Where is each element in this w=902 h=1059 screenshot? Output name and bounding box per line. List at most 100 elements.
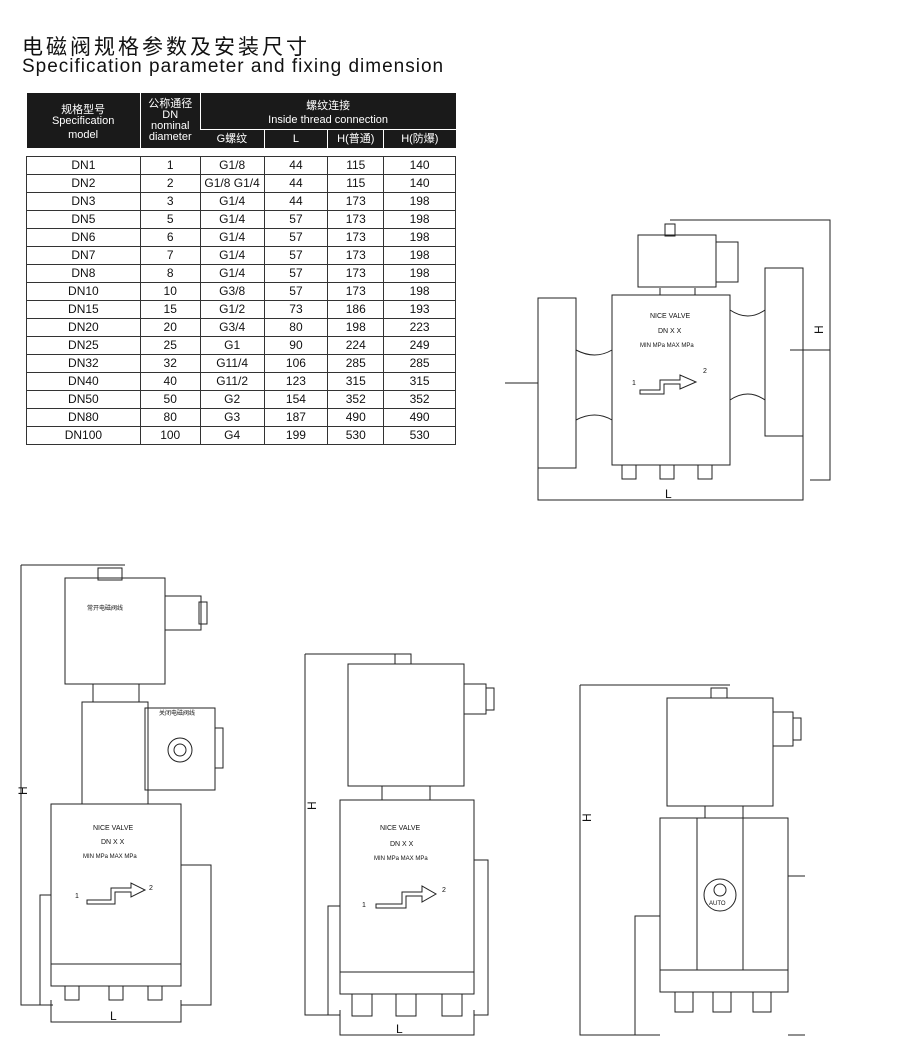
- cell-h-normal: 115: [327, 156, 385, 175]
- cell-dn: 40: [139, 372, 201, 391]
- cell-dn: 10: [139, 282, 201, 301]
- title-chinese: 电磁阀规格参数及安装尺寸: [22, 35, 310, 59]
- cell-l: 154: [263, 390, 329, 409]
- cell-h-explosion: 249: [383, 336, 456, 355]
- diagram1-h-label: H: [812, 325, 826, 334]
- header-model-en2: model: [68, 128, 99, 141]
- cell-model: DN8: [26, 264, 141, 283]
- cell-model: DN7: [26, 246, 141, 265]
- cell-h-explosion: 315: [383, 372, 456, 391]
- cell-dn: 50: [139, 390, 201, 409]
- cell-h-normal: 285: [327, 354, 385, 373]
- cell-h-normal: 115: [327, 174, 385, 193]
- cell-g-thread: G1: [199, 336, 265, 355]
- cell-h-normal: 186: [327, 300, 385, 319]
- cell-h-explosion: 530: [383, 426, 456, 445]
- cell-l: 80: [263, 318, 329, 337]
- cell-h-explosion: 352: [383, 390, 456, 409]
- cell-h-explosion: 198: [383, 282, 456, 301]
- cell-l: 187: [263, 408, 329, 427]
- diagram3-outlet: 2: [442, 887, 446, 894]
- cell-h-normal: 315: [327, 372, 385, 391]
- diagram3-l-label: L: [396, 1022, 403, 1036]
- diagram-flanged-valve: H NICE VALVE DN X X MIN MPa MAX MPa 1 2 …: [505, 219, 831, 501]
- cell-model: DN6: [26, 228, 141, 247]
- cell-dn: 5: [139, 210, 201, 229]
- cell-model: DN15: [26, 300, 141, 319]
- header-dn-en3: diameter: [148, 130, 192, 143]
- cell-dn: 80: [139, 408, 201, 427]
- cell-h-explosion: 198: [383, 192, 456, 211]
- cell-model: DN10: [26, 282, 141, 301]
- cell-l: 199: [263, 426, 329, 445]
- spec-table: 规格型号 Specification model 公称通径 DN nominal…: [26, 93, 456, 445]
- cell-h-normal: 530: [327, 426, 385, 445]
- cell-dn: 6: [139, 228, 201, 247]
- cell-l: 57: [263, 210, 329, 229]
- diagram2-coil-note-a: 常开电磁阀线: [87, 604, 123, 612]
- header-h-explosion: H(防爆): [383, 129, 456, 148]
- table-header-row-1: 规格型号 Specification model 公称通径 DN nominal…: [26, 93, 456, 148]
- cell-model: DN5: [26, 210, 141, 229]
- cell-g-thread: G4: [199, 426, 265, 445]
- header-model-en1: Specification: [51, 114, 115, 127]
- cell-model: DN100: [26, 426, 141, 445]
- cell-l: 123: [263, 372, 329, 391]
- diagram2-inlet: 1: [75, 893, 79, 900]
- cell-h-explosion: 140: [383, 174, 456, 193]
- cell-h-explosion: 198: [383, 246, 456, 265]
- cell-l: 57: [263, 282, 329, 301]
- cell-h-explosion: 223: [383, 318, 456, 337]
- table-header-row-2: G螺纹 L H(普通) H(防爆): [27, 129, 456, 148]
- diagram2-dn: DN X X: [101, 839, 125, 846]
- diagram2-l-label: L: [110, 1009, 117, 1023]
- diagram2-h-label: H: [16, 786, 30, 795]
- diagram3-h-label: H: [305, 801, 319, 810]
- cell-g-thread: G11/4: [199, 354, 265, 373]
- diagram2-coil-note-b: 关闭电磁阀线: [159, 709, 195, 717]
- diagram3-brand: NICE VALVE: [380, 825, 421, 832]
- cell-g-thread: G1/4: [199, 228, 265, 247]
- cell-g-thread: G1/4: [199, 192, 265, 211]
- cell-h-explosion: 140: [383, 156, 456, 175]
- diagram-two-coil-valve: H 常开电磁阀线 关闭电磁阀线 NICE VALVE DN X X MIN MP…: [16, 564, 224, 1023]
- cell-l: 44: [263, 174, 329, 193]
- cell-h-explosion: 490: [383, 408, 456, 427]
- cell-g-thread: G1/4: [199, 264, 265, 283]
- diagram1-inlet: 1: [632, 380, 636, 387]
- header-dn-en2: nominal: [150, 119, 190, 132]
- header-dn-cn: 公称通径: [148, 97, 193, 110]
- diagram3-dn: DN X X: [390, 841, 414, 848]
- cell-h-explosion: 198: [383, 210, 456, 229]
- cell-h-explosion: 285: [383, 354, 456, 373]
- cell-model: DN32: [26, 354, 141, 373]
- cell-l: 44: [263, 192, 329, 211]
- header-model-cn: 规格型号: [61, 103, 106, 116]
- cell-h-normal: 173: [327, 228, 385, 247]
- cell-l: 90: [263, 336, 329, 355]
- cell-l: 73: [263, 300, 329, 319]
- cell-dn: 32: [139, 354, 201, 373]
- diagram2-pressure: MIN MPa MAX MPa: [83, 854, 137, 860]
- cell-g-thread: G11/2: [199, 372, 265, 391]
- header-g-thread: G螺纹: [200, 129, 265, 148]
- cell-g-thread: G1/8: [199, 156, 265, 175]
- header-dn: 公称通径 DN nominal diameter: [139, 93, 201, 148]
- cell-dn: 20: [139, 318, 201, 337]
- cell-model: DN3: [26, 192, 141, 211]
- cell-h-normal: 173: [327, 282, 385, 301]
